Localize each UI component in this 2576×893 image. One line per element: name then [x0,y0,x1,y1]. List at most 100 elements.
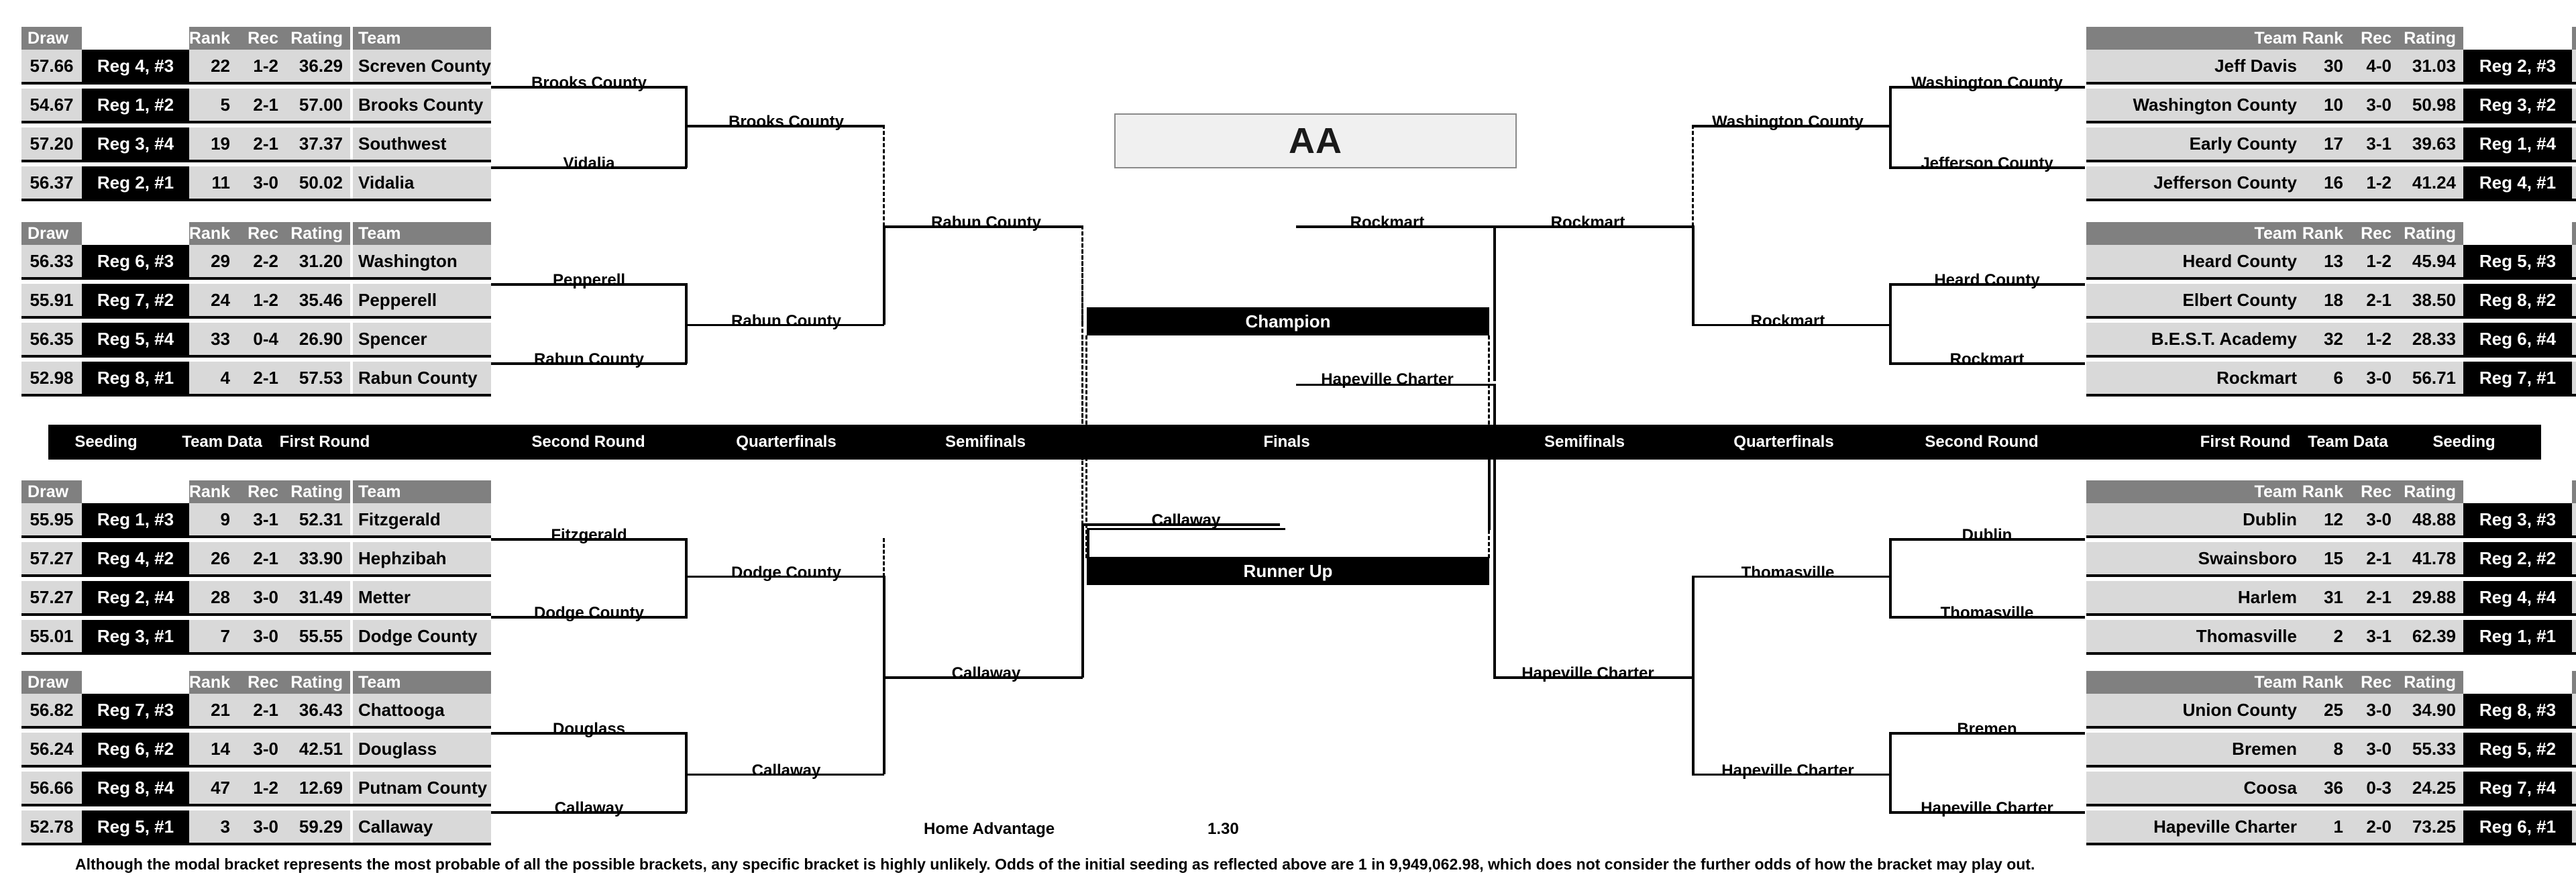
bracket-line [2086,394,2576,397]
seed-rec-value: 2-1 [2351,284,2399,316]
advancing-team-rq-first-1: Washington County [1911,74,2063,92]
bracket-line [2086,765,2576,768]
seed-region-chip: Reg 8, #3 [2463,694,2572,726]
seed-rec-value: 3-1 [2351,127,2399,160]
seed-region-chip: Reg 4, #4 [2463,581,2572,613]
bracket-line [685,86,688,168]
column-header-rating: Rating [286,27,350,50]
bracket-line [21,82,491,85]
bracket-line [884,676,1083,679]
column-header-rec: Rec [2351,480,2399,503]
seed-region-chip: Reg 1, #3 [82,503,189,535]
column-header-rank: Rank [189,671,237,694]
seed-team-name: Rabun County [353,362,491,394]
seed-table-header: TeamRankRecRatingDraw [2086,222,2576,245]
bracket-line [2086,726,2576,729]
advancing-team-r-semi-1: Rockmart [1350,213,1425,231]
seed-team-name: Elbert County [2086,284,2302,316]
seed-rec-value: 1-2 [237,284,286,316]
column-header-team: Team [2086,27,2302,50]
advancing-team-rq-second-4: Hapeville Charter [1721,761,1854,780]
advancing-team-lq-quarter-1: Rabun County [931,213,1041,231]
seed-rank-value: 29 [189,245,237,277]
seed-team-name: Harlem [2086,581,2302,613]
seed-rec-value: 2-1 [2351,581,2399,613]
bracket-line [21,843,491,845]
seed-rec-value: 3-0 [2351,503,2399,535]
column-header-team: Team [2086,480,2302,503]
seed-rating-value: 33.90 [286,542,350,574]
seed-rank-value: 13 [2302,245,2351,277]
bracket-line [685,283,688,364]
seed-team-name: Dodge County [353,620,491,652]
seed-draw-value: 56.66 [21,772,82,804]
seed-draw-value: 55.01 [21,620,82,652]
bracket-line [883,576,885,774]
seed-rec-value: 3-0 [2351,733,2399,765]
bracket-line [1087,528,1089,559]
advancing-team-rq-first-6: Thomasville [1940,604,2034,622]
seed-rating-value: 28.33 [2399,323,2463,355]
column-header-rank: Rank [2302,671,2351,694]
seed-team-name: Jefferson County [2086,166,2302,199]
bracket-line [2086,316,2576,319]
advancing-team-lq-first-5: Fitzgerald [551,526,627,544]
advancing-team-lq-second-2: Rabun County [731,312,841,330]
seed-team-name: Metter [353,581,491,613]
bracket-line [21,277,491,280]
column-header-seed-spacer [2463,480,2572,503]
column-header-rec: Rec [237,222,286,245]
bracket-line [491,616,687,619]
advancing-team-rq-quarter-1: Rockmart [1550,213,1625,231]
seed-region-chip: Reg 7, #2 [82,284,189,316]
round-label-finals: Finals [1263,433,1310,451]
seed-draw-value: 56.82 [21,694,82,726]
finals-runnerup-label: Callaway [1151,511,1221,529]
bracket-line [687,774,884,776]
seed-region-chip: Reg 2, #2 [2463,542,2572,574]
seed-draw-value: 57.66 [21,50,82,82]
bracket-line [2086,355,2576,358]
seed-rank-value: 6 [2302,362,2351,394]
seed-draw-value: 52.98 [21,362,82,394]
bracket-line [685,538,688,619]
seed-rec-value: 3-1 [2351,620,2399,652]
seed-team-name: Washington County [2086,89,2302,121]
seed-rank-value: 22 [189,50,237,82]
column-header-rank: Rank [2302,480,2351,503]
seed-rec-value: 1-2 [2351,166,2399,199]
seed-rec-value: 2-1 [2351,542,2399,574]
round-label-first-round: First Round [2200,433,2291,451]
seed-region-chip: Reg 5, #4 [82,323,189,355]
seed-rank-value: 17 [2302,127,2351,160]
seed-rating-value: 38.50 [2399,284,2463,316]
seed-draw-value: 55.03 [2572,89,2576,121]
seed-draw-value: 51.88 [2572,810,2576,843]
seed-rank-value: 14 [189,733,237,765]
bracket-line [1692,576,1695,774]
seed-team-name: Union County [2086,694,2302,726]
seed-rating-value: 31.20 [286,245,350,277]
seed-team-name: Spencer [353,323,491,355]
column-header-team: Team [2086,222,2302,245]
round-label-seeding: Seeding [74,433,138,451]
bracket-line [21,394,491,397]
seed-region-chip: Reg 2, #3 [2463,50,2572,82]
bracket-line [1488,456,1491,530]
seed-rank-value: 25 [2302,694,2351,726]
seed-region-chip: Reg 1, #2 [82,89,189,121]
column-header-team: Team [353,671,491,694]
seed-team-name: Douglass [353,733,491,765]
seed-region-chip: Reg 5, #3 [2463,245,2572,277]
bracket-line [1692,576,1889,578]
column-header-draw: Draw [2572,27,2576,50]
seed-block-right-1: TeamRankRecRatingDrawJeff Davis304-031.0… [2086,27,2576,199]
